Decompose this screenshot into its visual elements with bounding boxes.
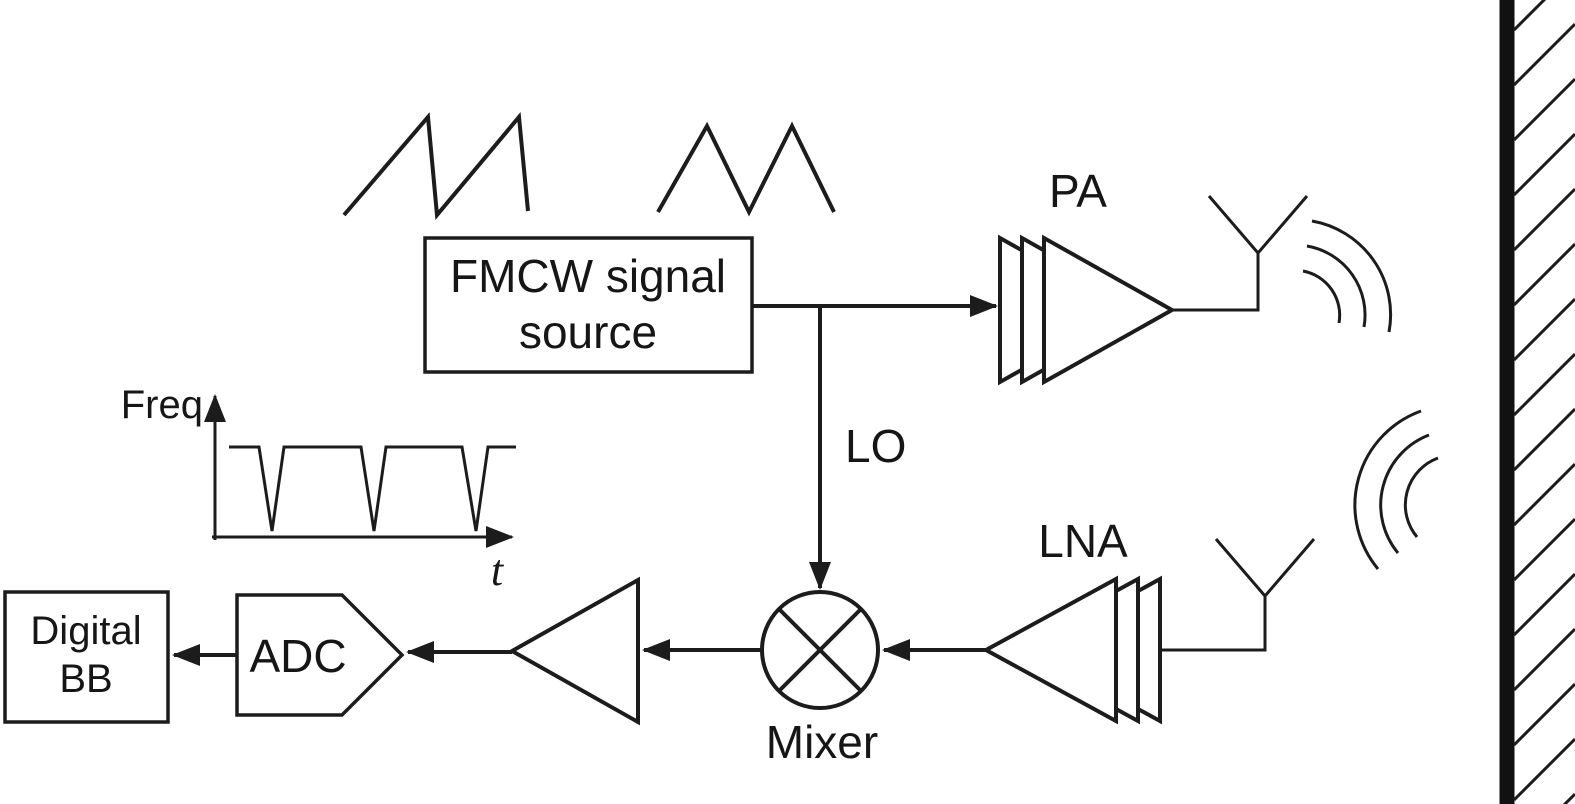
- lna-amplifier-symbol: [981, 575, 1162, 725]
- digital-bb-label-line2: BB: [59, 657, 112, 701]
- adc-label: ADC: [249, 630, 346, 682]
- fmcw-source-label-line2: source: [519, 306, 657, 358]
- wall-hatched: [1499, 0, 1575, 804]
- pa-label: PA: [1049, 165, 1107, 217]
- fmcw-source-box: FMCW signal source: [423, 236, 754, 374]
- freq-time-plot: Freq t: [121, 383, 516, 595]
- adc-block: ADC: [235, 593, 405, 717]
- mixer-symbol: [760, 590, 880, 710]
- pa-amplifier-symbol: [998, 234, 1177, 386]
- tx-antenna-icon: [1172, 195, 1309, 312]
- if-amplifier-symbol: [507, 576, 640, 726]
- fmcw-source-label-line1: FMCW signal: [450, 250, 726, 302]
- digital-bb-label-line1: Digital: [30, 609, 141, 653]
- digital-bb-box: Digital BB: [3, 590, 170, 724]
- tx-waves-icon: [1302, 219, 1393, 333]
- mixer-label: Mixer: [766, 716, 878, 768]
- time-axis-label: t: [491, 546, 505, 595]
- lna-label: LNA: [1038, 515, 1128, 567]
- rx-waves-icon: [1353, 409, 1439, 570]
- wall-hatch-lines: [1512, 0, 1575, 804]
- rx-antenna-icon: [1160, 538, 1316, 652]
- freq-axis-label: Freq: [121, 383, 203, 427]
- sawtooth-chirp-icon: [342, 112, 530, 220]
- triangle-chirp-icon: [656, 121, 836, 217]
- lo-label: LO: [845, 420, 906, 472]
- freq-waveform: [229, 445, 516, 532]
